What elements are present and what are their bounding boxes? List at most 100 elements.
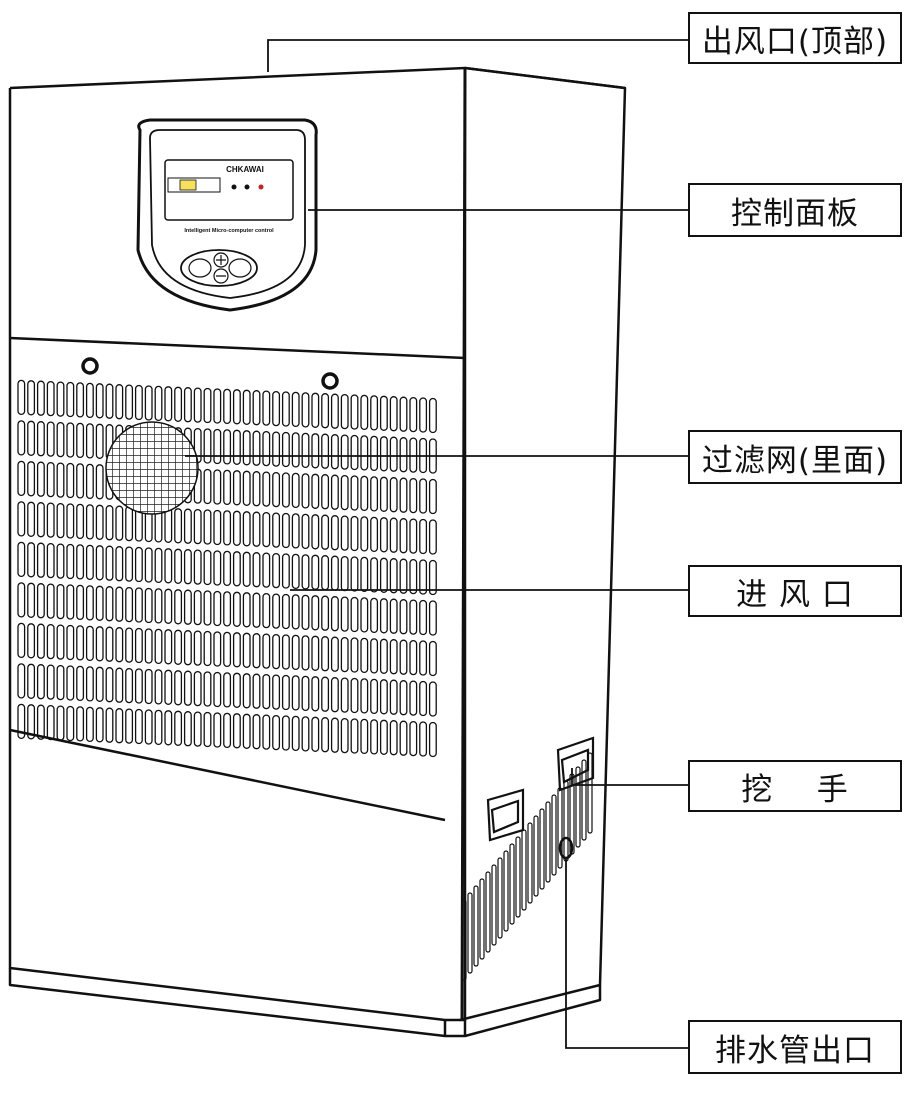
grille-slot [213,712,222,748]
grille-slot [95,383,104,419]
grille-slot [95,707,104,743]
grille-slot [232,672,241,708]
grille-slot [213,428,222,465]
grille-slot [360,394,369,431]
grille-slot [203,428,212,464]
grille-slot [154,385,163,422]
grille-slot [46,583,55,619]
side-vent-slot [497,857,503,939]
grille-slot [183,589,192,625]
grille-slot [301,392,310,428]
grille-slot [291,391,300,428]
grille-slot [242,632,251,668]
grille-slot [419,559,428,595]
grille-slot [223,469,232,506]
panel-tagline-text: Intelligent Micro-computer control [184,228,274,234]
side-vent-slot [557,787,563,869]
leader-lines [185,39,690,1049]
grille-slot [370,395,379,431]
grille-slot [340,596,349,632]
grille-slot [203,711,212,748]
grille-slot [105,545,114,581]
grille-slot [419,478,428,514]
grille-slot [125,546,134,582]
side-vent-slot [539,808,545,890]
grille-slot [389,679,398,715]
grille-slot [164,507,173,543]
side-vent-slot [473,885,479,967]
grille-slot [370,557,379,593]
grille-slot [311,716,320,752]
grille-slot [379,476,388,512]
grille-slot [95,666,104,702]
side-vent-slot [503,850,509,932]
grille-slot [213,550,222,586]
grille-slot [85,706,94,743]
grille-slot [350,475,359,511]
grille-slot [46,704,55,741]
grille-slot [27,501,36,537]
grille-slot [321,474,330,510]
grille-slot [428,478,437,515]
grille-slot [17,379,26,416]
grille-slot [291,594,300,630]
top-face [9,66,626,90]
grille-slot [223,388,232,425]
grille-slot [125,627,134,663]
grille-slot [115,627,124,663]
grille-slot [272,512,281,548]
grille-slot [17,501,26,537]
grille-slot [95,423,104,459]
grille-slot [183,711,192,747]
base-plinth [8,968,602,1038]
grille-slot [223,672,232,708]
grille-slot [76,544,85,580]
grille-slot [115,546,124,582]
grille-slot [95,626,104,662]
side-vent-slot [533,815,539,897]
grille-slot [399,437,408,473]
grille-slot [360,678,369,714]
grille-slot [105,505,114,541]
grille-slot [311,473,320,509]
grille-slot [428,640,437,677]
grille-slot [379,517,388,553]
grille-slot [232,632,241,668]
grille-slot [389,436,398,472]
grille-slot [46,502,55,538]
grille-slot [164,386,173,422]
grille-slot [36,623,45,659]
grille-slot [252,511,261,547]
grille-slot [301,635,310,671]
grille-slot [330,717,339,753]
grille-slot [252,673,261,709]
grille-slot [350,394,359,430]
label-drain-outlet: 排水管出口 [688,1020,902,1074]
grille-slot [428,681,437,717]
grille-slot [27,663,36,699]
grille-slot [36,421,45,457]
grille-slot [291,675,300,711]
grille-slot [281,472,290,508]
grille-slot [203,549,212,586]
grille-slot [144,547,153,583]
grille-slot [321,595,330,631]
grille-slot [27,582,36,618]
grille-slot [262,552,271,588]
grille-slot [36,704,45,740]
side-vent-slot [509,843,515,925]
grille-slot [301,675,310,712]
grille-slot [183,670,192,706]
grille-slot [56,543,65,579]
grille-slot [125,667,134,704]
grille-slot [350,596,359,633]
grille-slot [301,716,310,752]
grille-slot [301,554,310,590]
side-vent-slot [587,752,593,834]
grille-slot [242,592,251,628]
grille-slot [330,677,339,713]
grille-slot [281,674,290,711]
filter-mesh [105,421,199,515]
grille-slot [242,673,251,709]
